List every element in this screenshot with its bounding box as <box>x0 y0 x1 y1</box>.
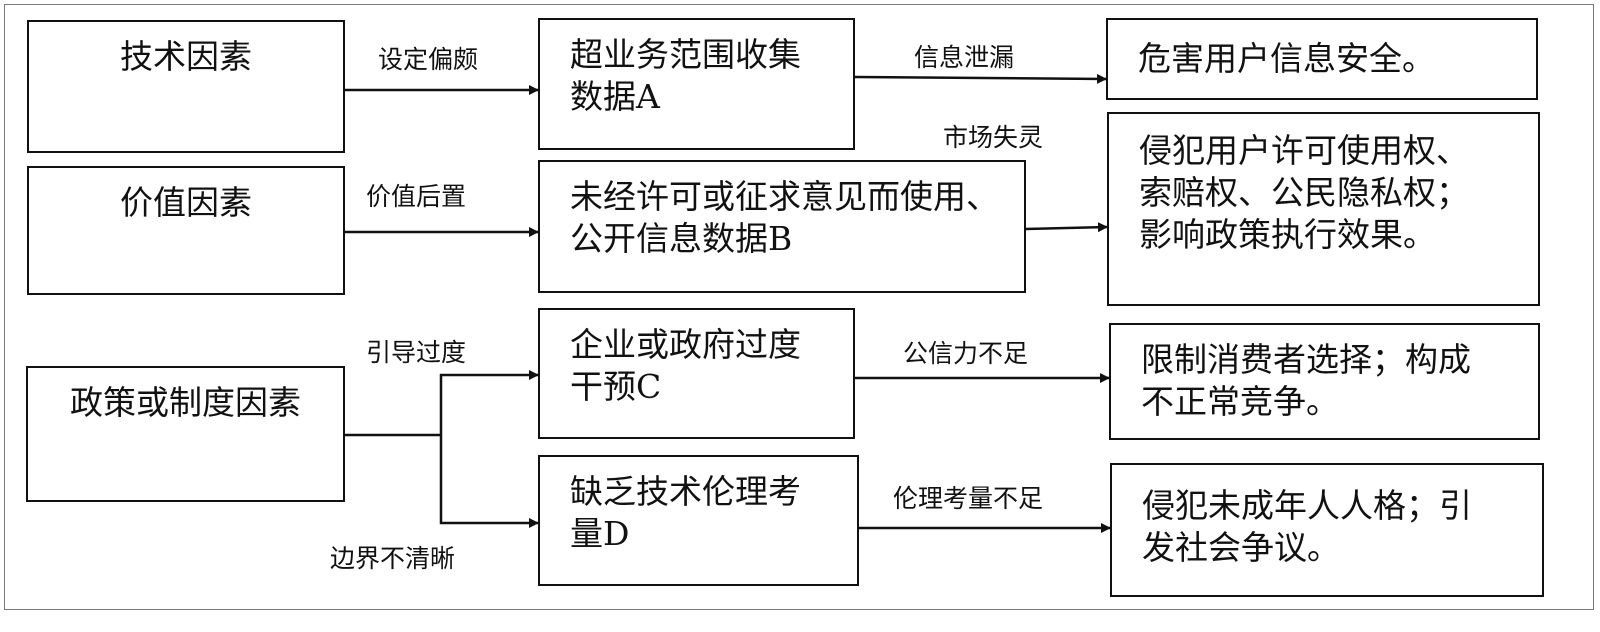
cause-policy-box: 政策或制度因素 <box>26 366 345 502</box>
label-value-postponed: 价值后置 <box>366 182 467 211</box>
result-1-box: 危害用户信息安全。 <box>1106 18 1538 100</box>
label-excessive-guidance: 引导过度 <box>366 338 467 367</box>
mid-c-box: 企业或政府过度 干预C <box>538 308 855 439</box>
label-market-failure: 市场失灵 <box>943 123 1044 152</box>
cause-tech-box: 技术因素 <box>27 20 345 153</box>
mid-d-box: 缺乏技术伦理考 量D <box>538 455 859 586</box>
result-4-box: 侵犯未成年人人格；引 发社会争议。 <box>1110 463 1544 597</box>
label-info-leak: 信息泄漏 <box>914 43 1015 72</box>
label-unclear-boundary: 边界不清晰 <box>330 544 456 573</box>
mid-a-box: 超业务范围收集 数据A <box>538 18 855 150</box>
result-2-box: 侵犯用户许可使用权、 索赔权、公民隐私权； 影响政策执行效果。 <box>1107 112 1540 306</box>
arrow-policy-to-d <box>439 435 539 528</box>
cause-value-box: 价值因素 <box>27 166 345 295</box>
label-lack-ethics: 伦理考量不足 <box>893 484 1044 513</box>
diagram-frame <box>4 4 1594 610</box>
result-3-box: 限制消费者选择；构成 不正常竞争。 <box>1109 323 1540 440</box>
label-setting-bias: 设定偏颇 <box>378 45 479 74</box>
arrow-a-to-r1 <box>854 73 1107 84</box>
arrow-policy-to-c <box>439 370 539 435</box>
mid-b-box: 未经许可或征求意见而使用、 公开信息数据B <box>538 160 1026 293</box>
label-lack-credibility: 公信力不足 <box>903 339 1029 368</box>
arrow-b-to-r2 <box>1025 222 1108 233</box>
